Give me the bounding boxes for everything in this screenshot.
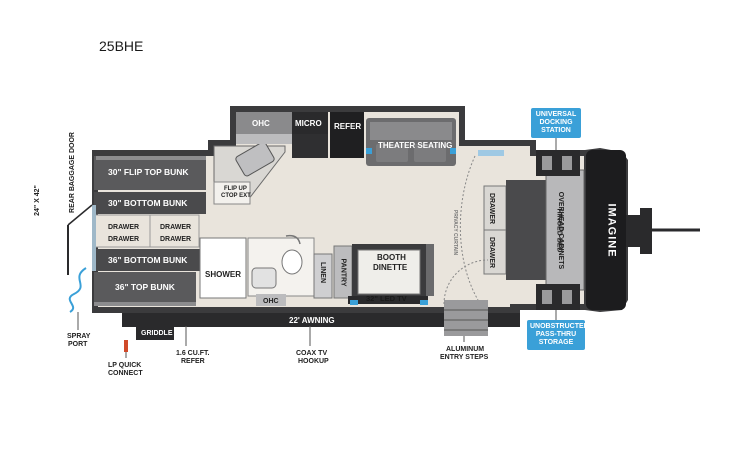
label-dinette: DINETTE — [373, 263, 408, 272]
label-rear-door-2: REAR BAGGAGE DOOR — [68, 132, 76, 213]
top-bunk-36 — [94, 272, 196, 306]
label-refer-top: REFER — [334, 122, 362, 131]
linen — [313, 253, 333, 299]
label-coax-2: HOOKUP — [298, 358, 329, 365]
label-drawer-3: DRAWER — [108, 236, 140, 243]
label-coax-1: COAX TV — [296, 350, 328, 357]
flip-up-ctop — [213, 181, 251, 205]
shower — [199, 237, 247, 299]
callout-docking-line1: UNIVERSAL — [535, 111, 577, 118]
label-lp-quick-2: CONNECT — [108, 370, 143, 377]
label-flip-top-bunk: 30" FLIP TOP BUNK — [108, 167, 189, 177]
label-bottom-bunk-36: 36" BOTTOM BUNK — [108, 255, 188, 265]
entry-steps — [444, 300, 488, 336]
label-drawer-2: DRAWER — [160, 224, 192, 231]
label-bottom-bunk-30: 30" BOTTOM BUNK — [108, 198, 188, 208]
brand-logo: IMAGINE — [605, 203, 618, 258]
led-tv — [348, 296, 428, 304]
callout-docking-line2: DOCKING — [539, 119, 573, 126]
griddle — [136, 327, 174, 340]
overhead-cabinets — [545, 169, 585, 291]
drawer-block — [93, 214, 200, 248]
label-pantry: PANTRY — [339, 258, 347, 287]
label-griddle: GRIDDLE — [141, 330, 173, 337]
privacy-curtain — [459, 155, 479, 301]
callout-pass-thru-storage: UNOBSTRUCTED PASS-THRU STORAGE — [527, 320, 589, 350]
range — [292, 134, 328, 158]
label-ohc-top: OHC — [252, 119, 270, 128]
label-refer-bottom-2: REFER — [181, 358, 205, 365]
label-spray-port-2: PORT — [68, 341, 88, 348]
label-steps-1: ALUMINUM — [446, 346, 485, 353]
label-flip-up-2: CTOP EXT — [221, 193, 251, 199]
ohc-top — [236, 112, 292, 134]
hitch — [626, 215, 640, 247]
floorplan-title: 25BHE — [99, 38, 144, 54]
label-awning: 22' AWNING — [289, 316, 335, 325]
callout-docking-line3: STATION — [541, 127, 571, 134]
label-steps-2: ENTRY STEPS — [440, 354, 489, 361]
label-theater-seating: THEATER SEATING — [378, 141, 453, 150]
bottom-bunk-36 — [94, 249, 206, 271]
toilet — [281, 249, 303, 275]
label-linen: LINEN — [319, 262, 326, 283]
label-micro: MICRO — [295, 119, 322, 128]
label-drawer-1: DRAWER — [108, 224, 140, 231]
label-spray-port-1: SPRAY — [67, 333, 91, 340]
front-cap — [586, 150, 626, 310]
hinged-bed — [506, 180, 546, 280]
spray-port-hose — [68, 267, 87, 313]
label-overhead-cabinets: OVERHEAD CABINETS — [557, 191, 565, 270]
awning-bar — [122, 313, 520, 327]
sink — [235, 141, 275, 177]
label-rear-door-1: 24" X 42" — [33, 185, 41, 216]
label-flip-up-1: FLIP UP — [224, 186, 247, 192]
callout-storage-line3: STORAGE — [538, 339, 574, 346]
label-ohc-bath: OHC — [263, 298, 279, 305]
callout-docking-station: UNIVERSAL DOCKING STATION — [531, 108, 581, 138]
flip-top-bunk — [94, 156, 206, 190]
label-drawer-4: DRAWER — [160, 236, 192, 243]
label-shower: SHOWER — [205, 270, 241, 279]
callout-storage-line1: UNOBSTRUCTED — [530, 323, 589, 330]
bottom-bunk-30 — [94, 192, 206, 214]
label-bed-drawer-2: DRAWER — [488, 236, 496, 269]
microwave — [292, 112, 328, 134]
label-bed-drawer-1: DRAWER — [488, 192, 496, 225]
callout-storage-line2: PASS-THRU — [535, 331, 577, 338]
label-lp-quick-1: LP QUICK — [108, 362, 142, 369]
label-booth: BOOTH — [377, 253, 406, 262]
label-led-tv: 32" LED TV — [366, 294, 407, 303]
label-refer-bottom-1: 1.6 CU.FT. — [176, 350, 210, 357]
label-privacy-curtain: PRIVACY CURTAIN — [452, 209, 459, 256]
bath-sink — [251, 267, 277, 289]
label-top-bunk-36: 36" TOP BUNK — [115, 282, 175, 292]
ohc-bath — [256, 294, 286, 306]
refrigerator — [330, 112, 364, 158]
